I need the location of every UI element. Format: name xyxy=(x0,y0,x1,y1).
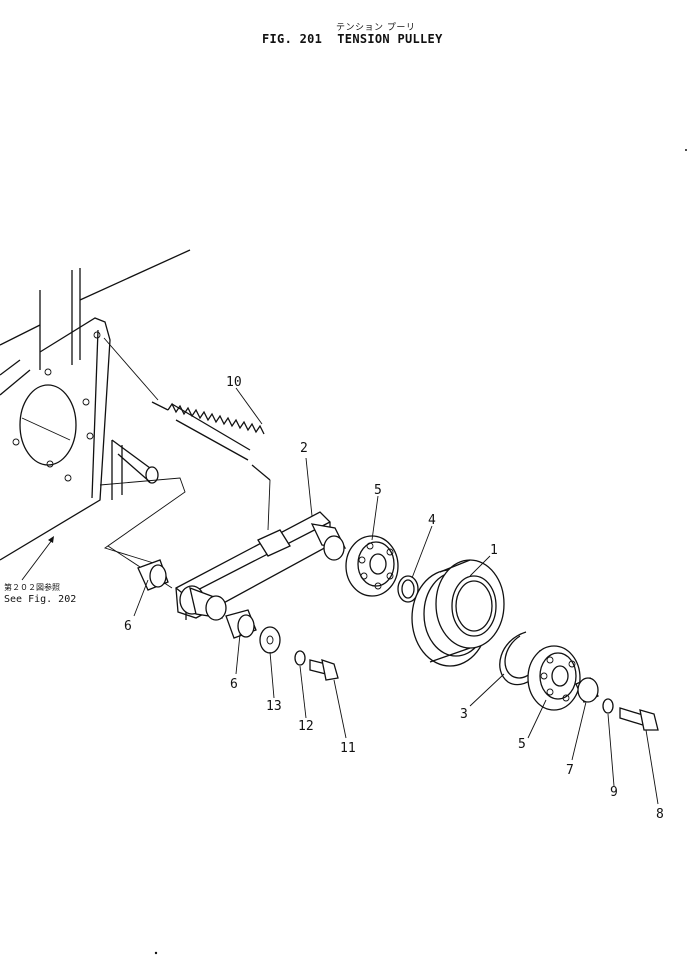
callout-5-upper: 5 xyxy=(374,483,382,498)
bearing-lower xyxy=(527,645,581,711)
figure-number: FIG. 201 xyxy=(262,32,323,46)
figure-title-japanese: テンション プーリ xyxy=(336,23,416,33)
callout-12: 12 xyxy=(298,719,314,734)
callout-5-lower: 5 xyxy=(518,737,526,752)
callout-10: 10 xyxy=(226,375,242,390)
pulley xyxy=(411,559,505,667)
bearing-upper xyxy=(345,535,399,597)
callout-11: 11 xyxy=(340,741,356,756)
callout-2: 2 xyxy=(300,441,308,456)
bushing-upper xyxy=(137,559,169,591)
callout-8: 8 xyxy=(656,807,664,822)
reference-note-english: See Fig. 202 xyxy=(4,594,77,605)
callout-6-upper: 6 xyxy=(124,619,132,634)
tension-arm xyxy=(175,511,347,621)
bolt-11 xyxy=(309,659,339,681)
bushing-lower xyxy=(225,609,257,639)
spring xyxy=(103,337,271,531)
bolt-8 xyxy=(619,707,659,731)
washer-13 xyxy=(259,626,281,654)
engine-housing xyxy=(0,249,191,589)
callout-9: 9 xyxy=(610,785,618,800)
washer-12 xyxy=(294,650,306,666)
collar xyxy=(575,677,599,703)
figure-title: FIG. 201 TENSION PULLEY xyxy=(262,32,443,46)
callout-4: 4 xyxy=(428,513,436,528)
spacer-ring xyxy=(397,575,419,603)
callout-13: 13 xyxy=(266,699,282,714)
washer-9 xyxy=(602,698,614,714)
leader-lines xyxy=(133,387,659,805)
reference-note-japanese: 第２０２図参照 xyxy=(4,583,60,592)
callout-6-lower: 6 xyxy=(230,677,238,692)
callout-3: 3 xyxy=(460,707,468,722)
callout-7: 7 xyxy=(566,763,574,778)
figure-title-english: TENSION PULLEY xyxy=(337,32,443,46)
callout-labels: 10 2 5 4 1 6 6 13 12 11 3 5 7 9 8 xyxy=(124,375,664,822)
callout-1: 1 xyxy=(490,543,498,558)
